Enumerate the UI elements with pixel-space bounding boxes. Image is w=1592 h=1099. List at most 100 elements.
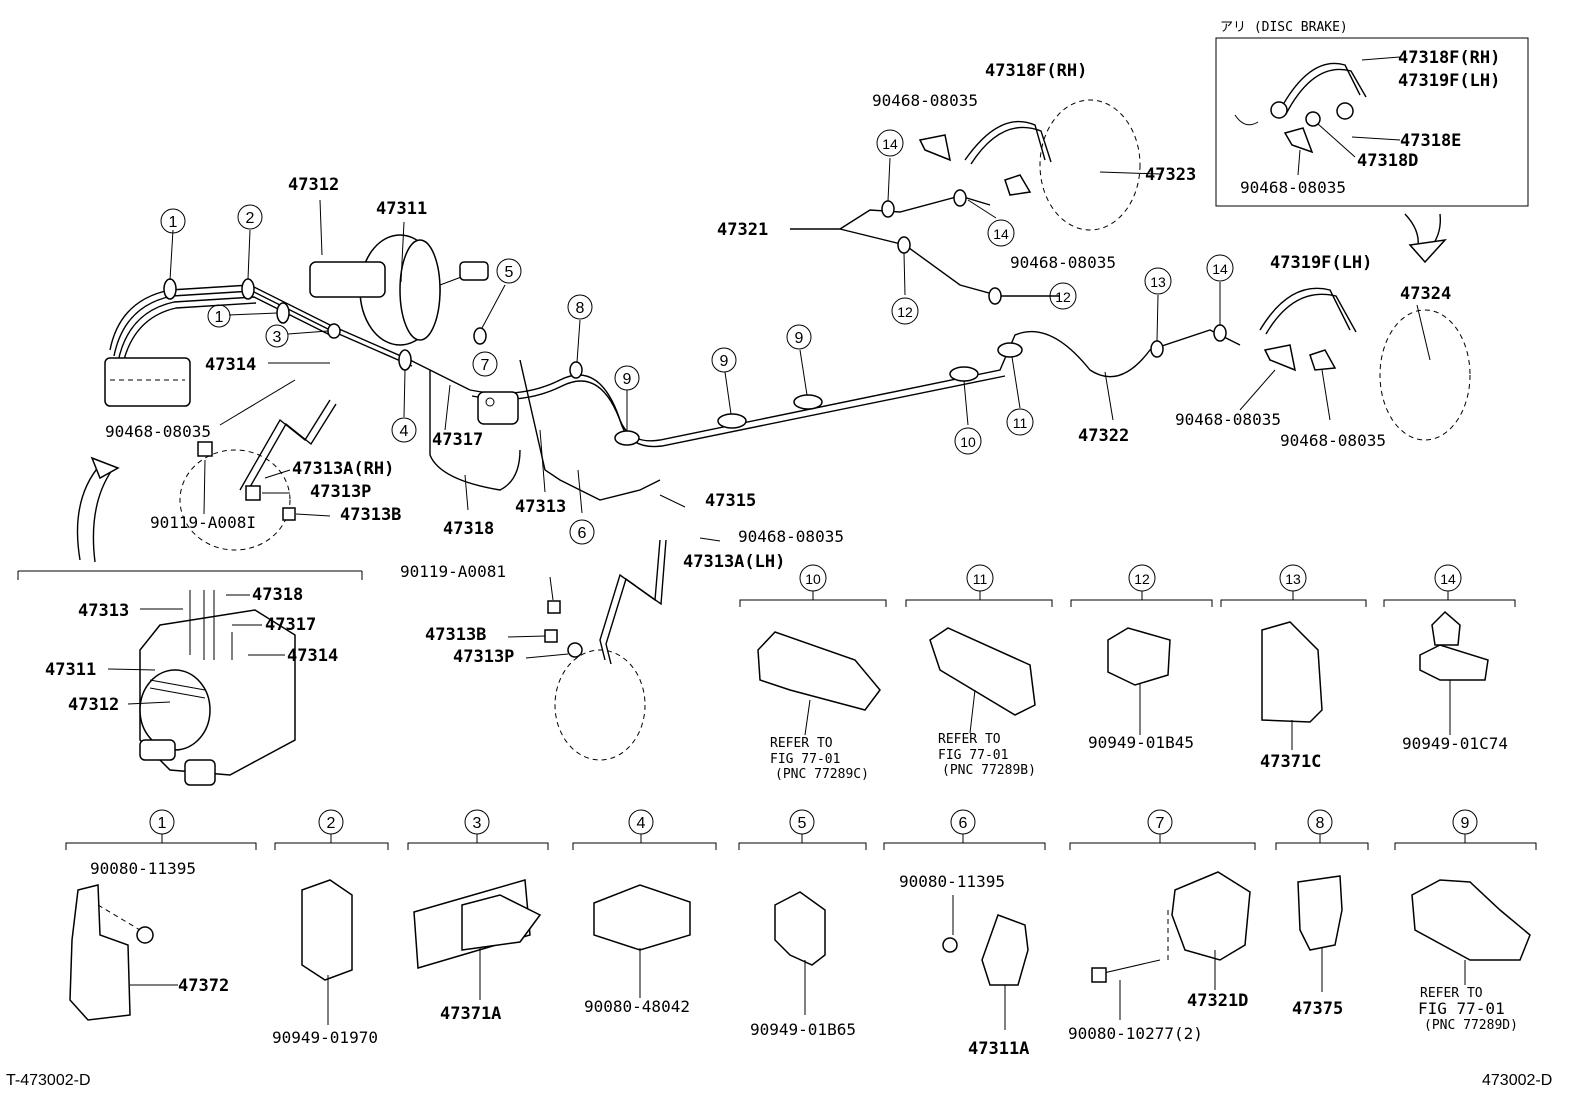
svg-text:(PNC 77289C): (PNC 77289C) [775,767,869,782]
svg-text:5: 5 [798,815,807,832]
svg-text:47371C: 47371C [1260,752,1321,772]
disc-label-90468: 90468-08035 [1240,178,1346,197]
svg-text:14: 14 [882,136,898,152]
label-47323: 47323 [1145,165,1196,185]
label-47321: 47321 [717,220,768,240]
svg-text:9: 9 [795,330,804,347]
abs-actuator [104,357,191,407]
disc-label-47318F: 47318F(RH) [1398,48,1500,68]
svg-text:11: 11 [1013,415,1028,431]
master-cyl-inset: 47318 47313 47317 47311 47314 47312 [17,570,363,786]
svg-text:9: 9 [720,353,729,370]
svg-text:1: 1 [215,309,224,326]
label-90468-f: 90468-08035 [1280,431,1386,450]
label-47318F-rh: 47318F(RH) [985,61,1087,81]
footer-right: 473002-D [1482,1072,1552,1089]
svg-text:11: 11 [973,571,988,587]
svg-text:1: 1 [169,214,178,231]
rear-hose-lh [1259,287,1471,441]
svg-text:90949-01B45: 90949-01B45 [1088,733,1194,752]
label-47313P-a: 47313P [310,482,371,502]
rear-hose-rh [918,99,1141,231]
svg-text:90080-11395: 90080-11395 [90,859,196,878]
label-90119-a: 90119-A008I [150,513,256,532]
label-47313A-lh: 47313A(LH) [683,552,785,572]
svg-text:10: 10 [805,571,821,587]
svg-text:7: 7 [1156,815,1165,832]
label-47319F-lh: 47319F(LH) [1270,253,1372,273]
svg-text:90080-48042: 90080-48042 [584,997,690,1016]
svg-text:47371A: 47371A [440,1004,501,1024]
disc-label-47318D: 47318D [1357,151,1418,171]
mc-label-47312: 47312 [68,695,119,715]
label-90468-e: 90468-08035 [1175,410,1281,429]
svg-text:8: 8 [1316,815,1325,832]
svg-text:REFER TO: REFER TO [770,736,833,751]
svg-text:47311A: 47311A [968,1039,1029,1059]
label-90468-a: 90468-08035 [105,422,211,441]
detail-clips-bottom: 1 90080-11395 47372 2 90949-01970 3 4737… [65,809,1537,1059]
part-labels: 47312 47311 47314 90468-08035 47313A(RH)… [105,61,1451,667]
svg-text:3: 3 [273,329,282,346]
mc-label-47314: 47314 [287,646,338,666]
label-47311: 47311 [376,199,427,219]
label-47314: 47314 [205,355,256,375]
svg-text:FIG 77-01: FIG 77-01 [770,752,840,767]
label-47313B-a: 47313B [340,505,401,525]
label-47313: 47313 [515,497,566,517]
svg-text:REFER TO: REFER TO [1420,986,1483,1001]
disc-brake-inset: アリ (DISC BRAKE) 47318F(RH) 47319F(LH) 47… [1215,20,1529,207]
svg-text:90949-01C74: 90949-01C74 [1402,734,1508,753]
disc-inset-arrow [1404,213,1447,264]
svg-text:13: 13 [1285,571,1301,587]
label-47322: 47322 [1078,426,1129,446]
svg-text:2: 2 [327,815,336,832]
curved-arrow [76,456,120,563]
label-47313A-rh: 47313A(RH) [292,459,394,479]
svg-text:7: 7 [481,357,490,374]
svg-text:90080-10277(2): 90080-10277(2) [1068,1024,1203,1043]
junction-7 [477,391,519,425]
mc-label-47313: 47313 [78,601,129,621]
svg-text:(PNC 77289D): (PNC 77289D) [1424,1018,1518,1033]
svg-text:13: 13 [1150,274,1166,290]
label-47315: 47315 [705,491,756,511]
label-47318: 47318 [443,519,494,539]
svg-text:12: 12 [1055,289,1071,305]
svg-text:8: 8 [576,300,585,317]
disc-label-47319F: 47319F(LH) [1398,71,1500,91]
svg-text:12: 12 [1134,571,1150,587]
mc-label-47317: 47317 [265,615,316,635]
label-90119-b: 90119-A0081 [400,562,506,581]
svg-text:2: 2 [246,210,255,227]
footer: T-473002-D 473002-D [6,1072,1552,1089]
svg-text:6: 6 [578,525,587,542]
label-90468-b: 90468-08035 [738,527,844,546]
disc-inset-title: アリ (DISC BRAKE) [1220,20,1348,35]
svg-text:47372: 47372 [178,976,229,996]
detail-clips-top: 10 REFER TO FIG 77-01 (PNC 77289C) 11 RE… [739,564,1516,782]
leader-lines [169,157,1431,659]
label-47313P-b: 47313P [453,647,514,667]
svg-text:3: 3 [473,815,482,832]
label-47313B-b: 47313B [425,625,486,645]
svg-text:14: 14 [1212,261,1228,277]
label-90468-d: 90468-08035 [1010,253,1116,272]
label-47317: 47317 [432,430,483,450]
callout-circles: 1 2 1 3 4 5 7 8 9 9 9 6 10 11 12 12 13 1… [160,129,1234,545]
svg-text:(PNC 77289B): (PNC 77289B) [942,763,1036,778]
svg-text:12: 12 [897,304,913,320]
svg-text:9: 9 [1461,815,1470,832]
mc-label-47318: 47318 [252,585,303,605]
svg-text:47375: 47375 [1292,999,1343,1019]
svg-text:90080-11395: 90080-11395 [899,872,1005,891]
clip-ovals [163,189,1227,446]
svg-text:FIG 77-01: FIG 77-01 [1418,999,1505,1018]
brake-booster [309,234,489,346]
label-47312: 47312 [288,175,339,195]
svg-text:5: 5 [505,264,514,281]
svg-text:9: 9 [623,371,632,388]
svg-text:14: 14 [993,226,1009,242]
svg-text:4: 4 [400,423,409,440]
